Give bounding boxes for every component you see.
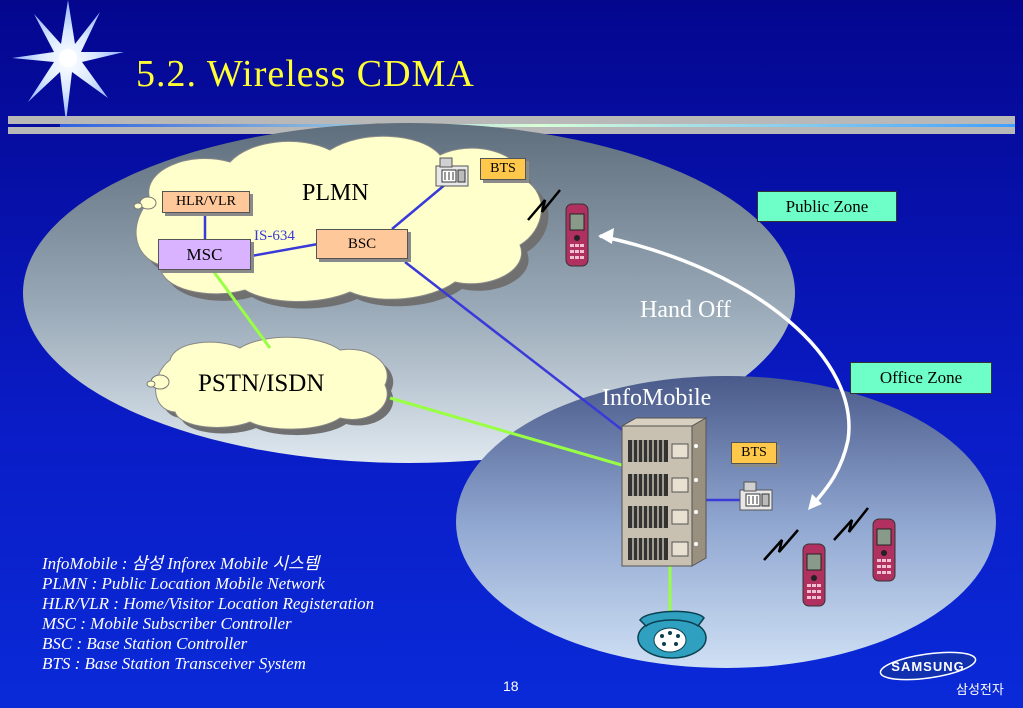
bts-node: BTS [480,158,526,180]
hlr-vlr-node: HLR/VLR [162,191,250,213]
plmn-label: PLMN [302,180,369,206]
handoff-arrowhead-top [598,228,614,244]
infomobile-server-icon [620,417,708,567]
link-msc-bsc [250,242,319,258]
office-bts-node: BTS [731,442,777,464]
radio-signal-icon [527,189,561,221]
bts-station-icon [435,157,469,187]
office-zone-label: Office Zone [850,362,992,394]
mobile-phone-icon [872,518,896,582]
radio-signal-icon [833,507,869,541]
title-bar-top [8,116,1015,124]
office-bts-station-icon [739,481,773,511]
msc-node: MSC [158,239,251,270]
mobile-phone-icon [802,543,826,607]
star-ornament-icon [12,0,124,122]
handoff-arrowhead-bottom [808,494,822,510]
public-zone-label: Public Zone [757,191,897,222]
slide-title: 5.2. Wireless CDMA [136,53,475,95]
bsc-node: BSC [316,229,408,259]
samsung-logo: SAMSUNG [879,651,977,681]
legend-item: BSC : Base Station Controller [42,634,248,653]
samsung-logo-text: SAMSUNG [891,659,964,674]
company-name: 삼성전자 [956,683,1004,698]
legend-item: InfoMobile : 삼성 Inforex Mobile 시스템 [42,554,320,573]
radio-signal-icon [763,529,799,561]
link-bsc-bts [391,182,448,230]
legend-item: PLMN : Public Location Mobile Network [42,574,325,593]
handoff-label: Hand Off [640,297,731,323]
desk-telephone-icon [637,610,707,659]
mobile-phone-icon [565,203,589,267]
infomobile-label: InfoMobile [602,385,712,411]
page-number: 18 [503,678,519,694]
office-zone-area [456,376,996,668]
legend-item: MSC : Mobile Subscriber Controller [42,614,292,633]
link-msc-pstn [212,271,272,349]
link-pstn-infomobile [389,396,626,468]
pstn-isdn-label: PSTN/ISDN [198,370,325,397]
is634-interface-label: IS-634 [254,228,295,244]
abbreviation-legend: InfoMobile : 삼성 Inforex Mobile 시스템 PLMN … [42,554,374,674]
handoff-arrow [599,234,851,508]
link-bsc-infomobile [404,261,626,433]
legend-item: HLR/VLR : Home/Visitor Location Register… [42,594,375,613]
legend-item: BTS : Base Station Transceiver System [42,654,306,673]
title-bar-gradient [60,124,1015,127]
pstn-cloud [146,336,394,436]
